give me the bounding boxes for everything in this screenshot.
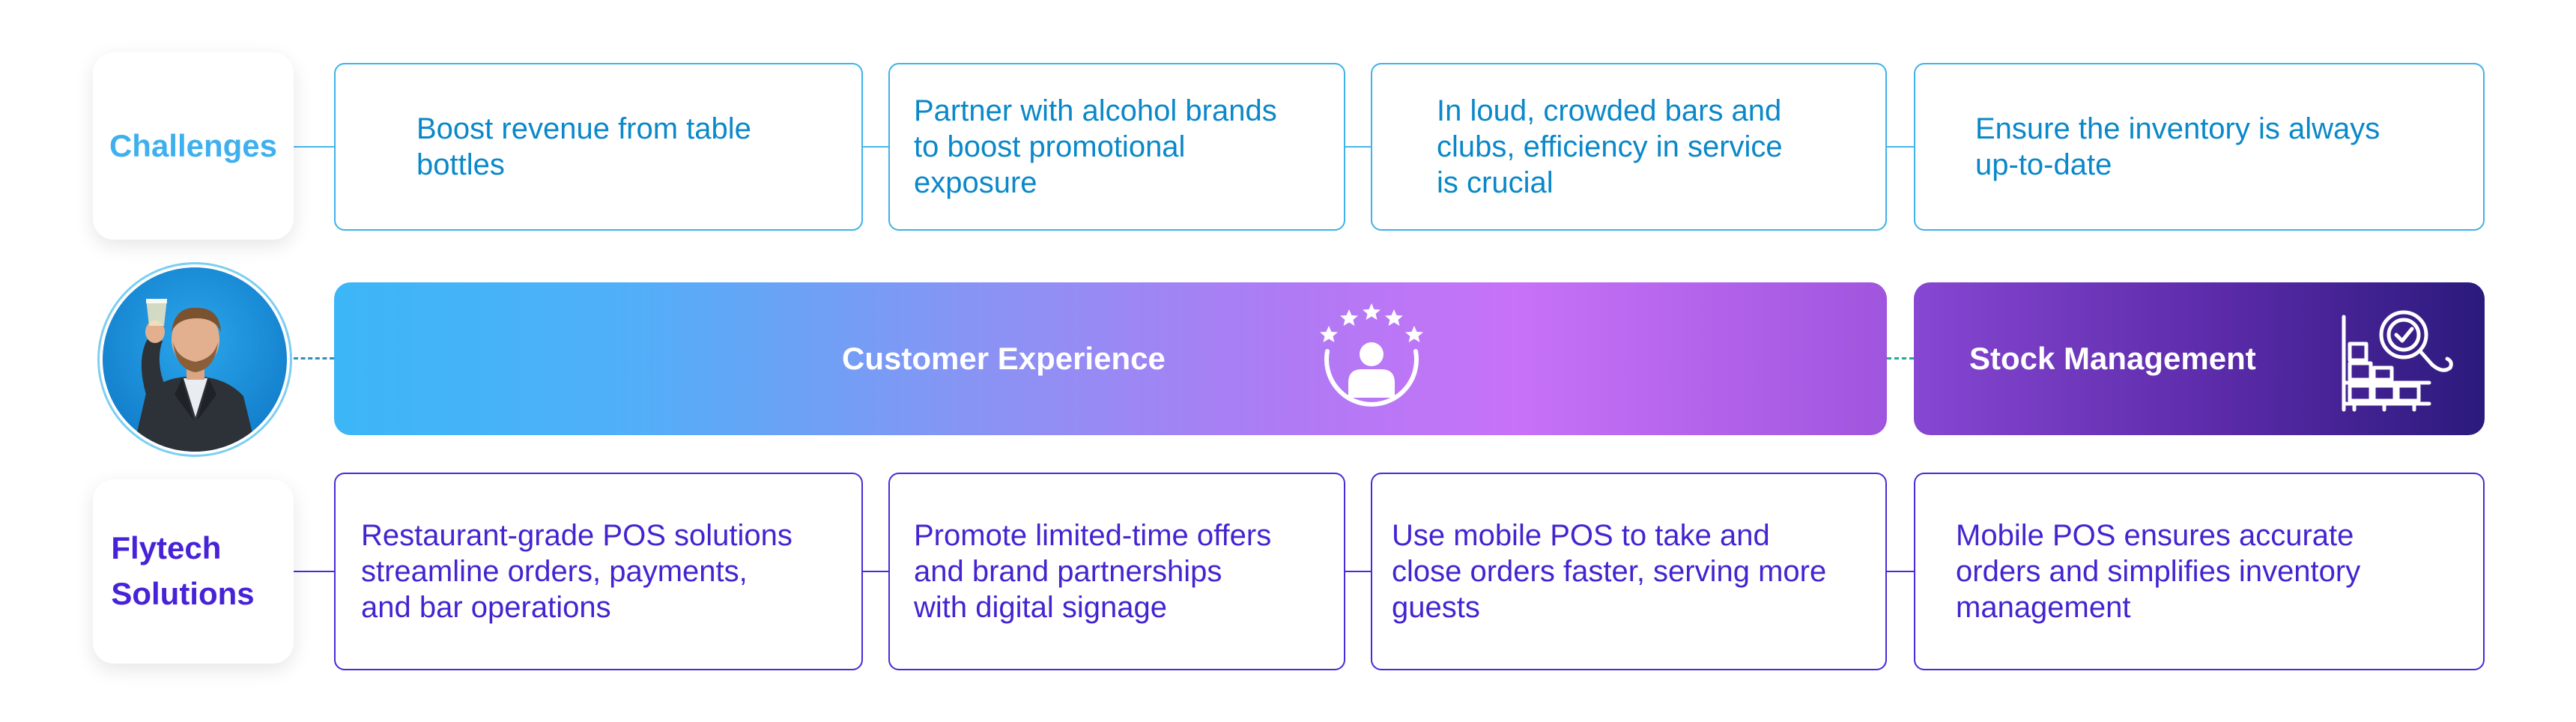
stock-management-banner: Stock Management bbox=[1914, 282, 2485, 435]
challenge-box-3: In loud, crowded bars and clubs, efficie… bbox=[1371, 63, 1887, 231]
connector-challenge-2-3 bbox=[1345, 146, 1371, 148]
connector-banner-stock bbox=[1887, 357, 1914, 360]
connector-challenges-label bbox=[294, 146, 334, 148]
solution-text-3: Use mobile POS to take and close orders … bbox=[1392, 519, 1827, 624]
connector-solution-3-4 bbox=[1887, 571, 1914, 572]
customer-avatar bbox=[97, 262, 292, 457]
challenge-box-1: Boost revenue from table bottles bbox=[334, 63, 863, 231]
connector-solutions-label bbox=[294, 571, 334, 572]
challenge-text-2: Partner with alcohol brands to boost pro… bbox=[914, 94, 1277, 199]
solutions-label-tile: Flytech Solutions bbox=[93, 479, 294, 664]
challenge-box-2: Partner with alcohol brands to boost pro… bbox=[888, 63, 1345, 231]
customer-experience-banner: Customer Experience bbox=[334, 282, 1887, 435]
solution-box-4: Mobile POS ensures accurate orders and s… bbox=[1914, 473, 2485, 670]
solution-box-1: Restaurant-grade POS solutions streamlin… bbox=[334, 473, 863, 670]
challenge-box-4: Ensure the inventory is always up-to-dat… bbox=[1914, 63, 2485, 231]
connector-avatar-banner bbox=[294, 357, 334, 360]
solution-box-2: Promote limited-time offers and brand pa… bbox=[888, 473, 1345, 670]
connector-challenge-3-4 bbox=[1887, 146, 1914, 148]
person-toasting-drink-photo-icon bbox=[103, 267, 287, 452]
connector-solution-2-3 bbox=[1345, 571, 1371, 572]
stock-management-title: Stock Management bbox=[1969, 341, 2256, 376]
solution-box-3: Use mobile POS to take and close orders … bbox=[1371, 473, 1887, 670]
challenges-label-tile: Challenges bbox=[93, 52, 294, 240]
challenges-label: Challenges bbox=[109, 127, 278, 163]
solution-text-2: Promote limited-time offers and brand pa… bbox=[914, 519, 1272, 624]
solution-text-1: Restaurant-grade POS solutions streamlin… bbox=[361, 519, 793, 624]
challenge-text-3: In loud, crowded bars and clubs, efficie… bbox=[1437, 94, 1783, 199]
solutions-label-line2: Solutions bbox=[111, 576, 255, 611]
challenge-text-4: Ensure the inventory is always up-to-dat… bbox=[1975, 112, 2380, 181]
connector-challenge-1-2 bbox=[863, 146, 888, 148]
solutions-label-line1: Flytech bbox=[111, 530, 222, 566]
solution-text-4: Mobile POS ensures accurate orders and s… bbox=[1956, 519, 2361, 624]
customer-rating-stars-icon bbox=[1315, 299, 1428, 419]
connector-solution-1-2 bbox=[863, 571, 888, 572]
challenge-text-1: Boost revenue from table bottles bbox=[416, 112, 751, 181]
inventory-shelf-search-icon bbox=[2339, 305, 2456, 414]
customer-experience-title: Customer Experience bbox=[842, 341, 1166, 376]
solutions-label: Flytech Solutions bbox=[111, 526, 254, 617]
